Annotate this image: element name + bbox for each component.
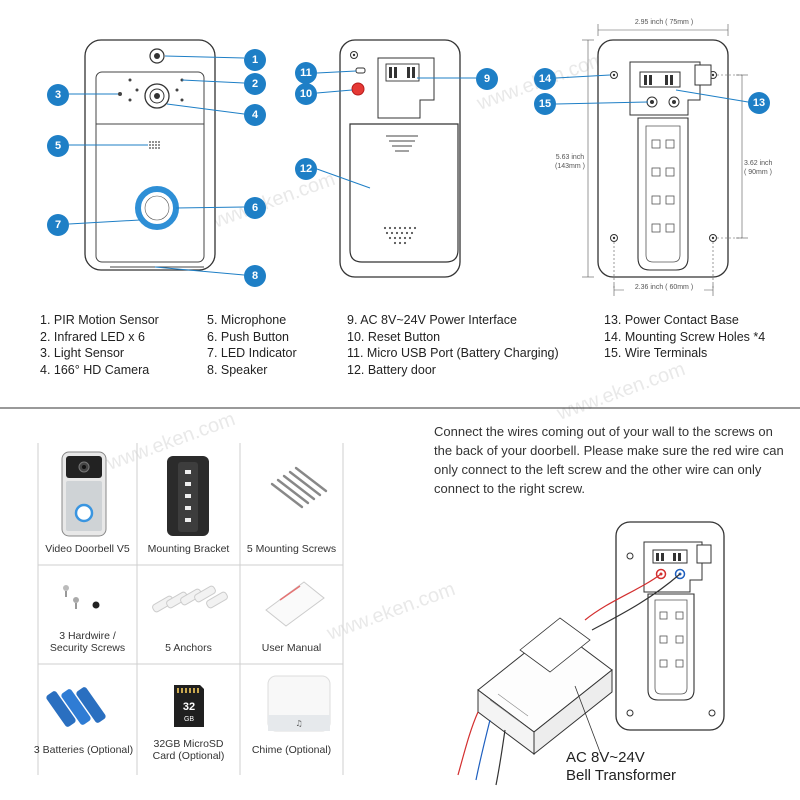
callout-8: 8 — [244, 265, 266, 287]
callout-leaders — [68, 55, 749, 276]
svg-text:♫: ♫ — [295, 719, 302, 728]
transformer-leader — [574, 685, 601, 753]
legend-col-1: 1. PIR Motion Sensor 2. Infrared LED x 6… — [40, 312, 159, 378]
doorbell-product-icon — [61, 451, 107, 537]
wiring-bracket-view — [615, 521, 725, 731]
package-label: 3 Hardwire / — [59, 630, 116, 642]
callout-11: 11 — [295, 62, 317, 84]
light-sensor-icon — [118, 92, 122, 96]
package-item-batteries: 3 Batteries (Optional) — [30, 664, 137, 775]
callout-14: 14 — [534, 68, 556, 90]
microphone-icon — [149, 141, 160, 149]
security-screws-icon — [63, 585, 100, 609]
legend-item: 5. Microphone — [207, 313, 287, 327]
watermark-text-2: www.eken.com — [203, 168, 338, 235]
package-label: 3 Batteries (Optional) — [33, 744, 134, 756]
callout-15: 15 — [534, 93, 556, 115]
callout-4: 4 — [244, 104, 266, 126]
legend-item: 3. Light Sensor — [40, 346, 125, 360]
reset-button-icon — [351, 82, 365, 96]
callout-6: 6 — [244, 197, 266, 219]
back-view — [339, 39, 461, 278]
bracket-view — [582, 24, 748, 296]
package-item-mounting-screws: 5 Mounting Screws — [240, 443, 343, 565]
legend-item: 14. Mounting Screw Holes *4 — [604, 329, 766, 344]
user-manual-icon — [265, 581, 325, 627]
dim-height-right-2: ( 90mm ) — [744, 169, 772, 176]
dim-width-top: 2.95 inch ( 75mm ) — [634, 19, 694, 26]
dim-height-right-1: 3.62 inch — [744, 160, 773, 167]
watermark-text-3: www.eken.com — [553, 358, 688, 425]
callout-3: 3 — [47, 84, 69, 106]
package-label: Chime (Optional) — [251, 744, 332, 756]
red-wire — [584, 573, 662, 621]
package-item-sd-card: 32GB MicroSD Card (Optional) — [137, 664, 240, 775]
transformer-label-line-2: Bell Transformer — [566, 767, 677, 784]
dim-width-bottom: 2.36 inch ( 60mm ) — [624, 284, 704, 292]
callout-7: 7 — [47, 214, 69, 236]
front-view — [84, 39, 216, 271]
sd-card-capacity: 32 — [183, 701, 195, 713]
legend-col-3: 9. AC 8V~24V Power Interface 10. Reset B… — [347, 312, 559, 378]
legend-item: 8. Speaker — [207, 362, 268, 377]
battery-door-icon — [349, 123, 459, 263]
legend-item: 9. AC 8V~24V Power Interface — [347, 313, 517, 327]
dim-height-left-1: 5.63 inch — [555, 154, 585, 161]
legend-item: 7. LED Indicator — [207, 346, 297, 360]
sd-card-unit: GB — [184, 716, 194, 723]
callout-5: 5 — [47, 135, 69, 157]
legend-item: 11. Micro USB Port (Battery Charging) — [347, 346, 559, 360]
package-label-line-2: Security Screws — [49, 642, 126, 654]
package-label: 5 Mounting Screws — [246, 543, 337, 555]
legend-item: 2. Infrared LED x 6 — [40, 329, 145, 344]
sd-card-icon: 32 GB — [174, 685, 204, 727]
legend-item: 1. PIR Motion Sensor — [40, 313, 159, 327]
package-label: 5 Anchors — [165, 642, 212, 654]
package-label: 32GB MicroSD — [153, 738, 224, 750]
transformer-label-line-1: AC 8V~24V — [566, 749, 645, 766]
callout-9: 9 — [476, 68, 498, 90]
package-item-doorbell: Video Doorbell V5 — [38, 443, 137, 565]
wiring-instructions: Connect the wires coming out of your wal… — [434, 424, 784, 496]
mounting-bracket-icon — [167, 456, 209, 536]
package-grid — [37, 443, 344, 775]
speaker-grill-icon — [383, 226, 417, 245]
transformer-label: AC 8V~24V Bell Transformer — [566, 749, 676, 785]
batteries-icon — [46, 687, 106, 727]
package-item-user-manual: User Manual — [240, 565, 343, 664]
legend-item: 10. Reset Button — [347, 329, 441, 344]
legend-col-4: 13. Power Contact Base 14. Mounting Scre… — [604, 312, 765, 362]
callout-2: 2 — [244, 73, 266, 95]
legend-col-2: 5. Microphone 6. Push Button 7. LED Indi… — [207, 312, 297, 378]
legend-item: 6. Push Button — [207, 329, 290, 344]
callout-12: 12 — [295, 158, 317, 180]
anchors-icon — [152, 585, 228, 613]
package-item-anchors: 5 Anchors — [137, 565, 240, 664]
legend-item: 4. 166° HD Camera — [40, 362, 150, 377]
legend-item: 15. Wire Terminals — [604, 346, 708, 360]
package-label-line-2: Card (Optional) — [152, 750, 225, 762]
package-label: Mounting Bracket — [147, 543, 230, 555]
black-wire — [591, 573, 681, 631]
callout-10: 10 — [295, 83, 317, 105]
legend-item: 12. Battery door — [347, 362, 436, 377]
package-item-security-screws: 3 Hardwire / Security Screws — [38, 565, 137, 664]
package-label: Video Doorbell V5 — [45, 543, 130, 555]
legend-item: 13. Power Contact Base — [604, 313, 739, 327]
callout-13: 13 — [748, 92, 770, 114]
package-label: User Manual — [261, 642, 322, 654]
package-item-bracket: Mounting Bracket — [137, 443, 240, 565]
transformer-icon — [477, 617, 613, 756]
chime-icon: ♫ — [267, 675, 331, 732]
usb-port-icon — [355, 67, 366, 74]
dim-height-left-2: (143mm ) — [555, 163, 585, 170]
callout-1: 1 — [244, 49, 266, 71]
mounting-screws-icon — [270, 466, 328, 509]
package-item-chime: Chime (Optional) — [240, 664, 343, 775]
